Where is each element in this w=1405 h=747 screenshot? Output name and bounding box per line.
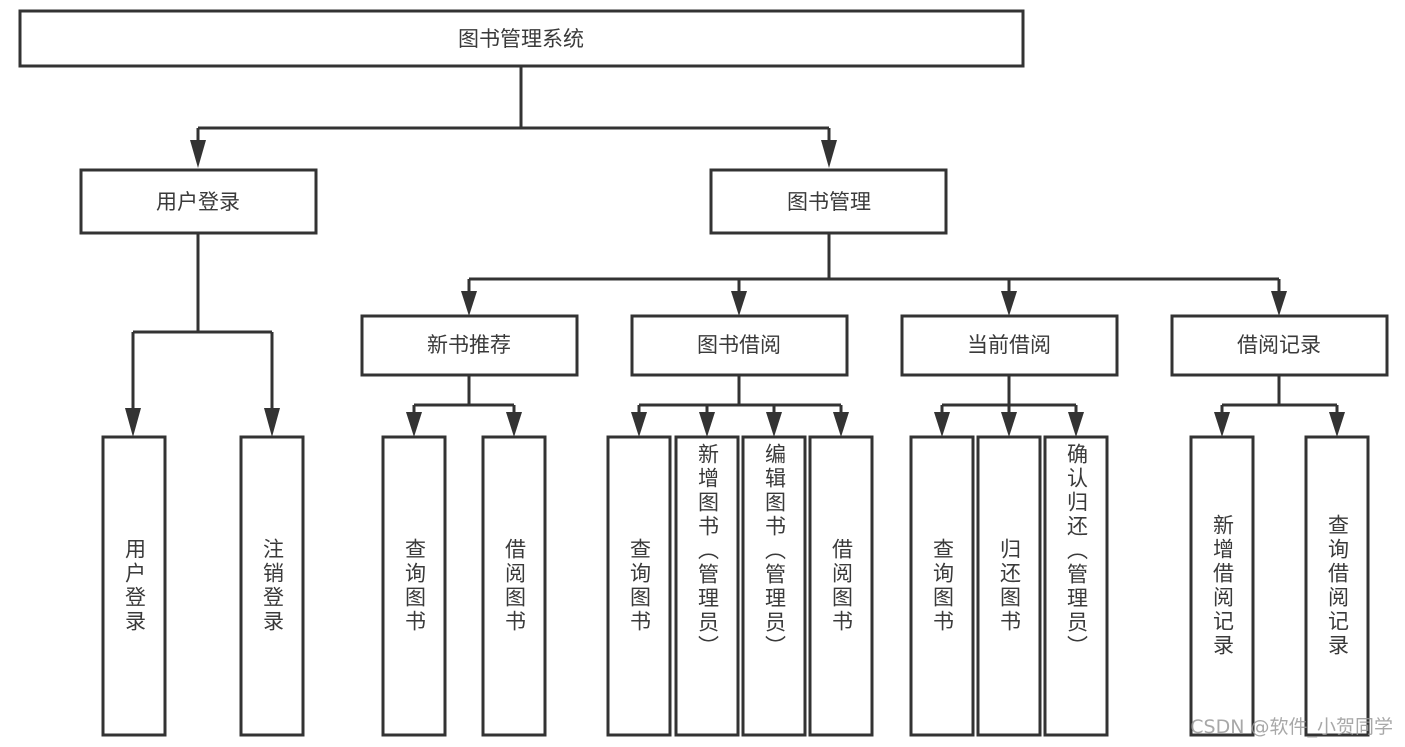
leaf-box-current-borrow-2[interactable]: [1043, 435, 1109, 737]
arrow-head-new-book-1: [406, 412, 422, 437]
leaf-box-book-borrow-2[interactable]: [741, 435, 807, 737]
node-borrow-record-label: 借阅记录: [1237, 333, 1321, 357]
connector-user-login-to-leaves: [125, 233, 280, 437]
connector-book-management-to-level3: [461, 233, 1287, 316]
node-new-book-recommend-box[interactable]: [360, 314, 579, 377]
leaf-box-user-login-0[interactable]: [101, 435, 167, 737]
arrow-head-book-borrow-4: [833, 412, 849, 437]
arrow-head-level3-2: [731, 291, 747, 316]
arrow-head-level3-1: [461, 291, 477, 316]
arrow-head-current-borrow-2: [1001, 412, 1017, 437]
leaf-box-current-borrow-0[interactable]: [909, 435, 975, 737]
node-book-management-label: 图书管理: [787, 190, 871, 214]
node-book-borrow[interactable]: 图书借阅: [630, 314, 849, 377]
arrow-head-level3-4: [1271, 291, 1287, 316]
arrow-head-book-borrow-3: [766, 412, 782, 437]
node-root-box[interactable]: [18, 9, 1025, 68]
node-root[interactable]: 图书管理系统: [18, 9, 1025, 68]
node-borrow-record-box[interactable]: [1170, 314, 1389, 377]
leaf-box-borrow-record-0[interactable]: [1189, 435, 1255, 737]
watermark-text: CSDN @软件_小贺同学: [1190, 716, 1393, 738]
leaf-box-borrow-record-1[interactable]: [1304, 435, 1370, 737]
node-new-book-recommend[interactable]: 新书推荐: [360, 314, 579, 377]
arrow-head-book-borrow-2: [699, 412, 715, 437]
arrow-head-current-borrow-3: [1068, 412, 1084, 437]
node-current-borrow[interactable]: 当前借阅: [900, 314, 1119, 377]
node-user-login-label: 用户登录: [156, 190, 240, 214]
node-current-borrow-label: 当前借阅: [967, 333, 1051, 357]
leaf-box-book-borrow-3[interactable]: [808, 435, 874, 737]
arrow-head-root-1: [190, 140, 206, 168]
node-new-book-recommend-label: 新书推荐: [427, 333, 511, 357]
connector-current-borrow-to-leaves: [934, 375, 1084, 437]
arrow-head-level3-3: [1001, 291, 1017, 316]
arrow-head-new-book-2: [506, 412, 522, 437]
leaf-box-book-borrow-1[interactable]: [674, 435, 740, 737]
node-book-management-box[interactable]: [709, 168, 948, 235]
arrow-head-borrow-record-2: [1329, 412, 1345, 437]
connector-root-to-level2: [190, 66, 837, 168]
connector-book-borrow-to-leaves: [631, 375, 849, 437]
leaf-box-book-borrow-0[interactable]: [606, 435, 672, 737]
leaf-box-new-book-0[interactable]: [381, 435, 447, 737]
connector-new-book-to-leaves: [406, 375, 522, 437]
arrow-head-user-login-2: [264, 408, 280, 437]
node-borrow-record[interactable]: 借阅记录: [1170, 314, 1389, 377]
node-book-borrow-label: 图书借阅: [697, 333, 781, 357]
arrow-head-user-login-1: [125, 408, 141, 437]
leaf-box-user-login-1[interactable]: [239, 435, 305, 737]
node-root-label: 图书管理系统: [458, 27, 584, 51]
arrow-head-root-2: [821, 140, 837, 168]
leaf-box-new-book-1[interactable]: [481, 435, 547, 737]
arrow-head-borrow-record-1: [1214, 412, 1230, 437]
node-user-login[interactable]: 用户登录: [79, 168, 318, 235]
node-book-management[interactable]: 图书管理: [709, 168, 948, 235]
node-book-borrow-box[interactable]: [630, 314, 849, 377]
connector-borrow-record-to-leaves: [1214, 375, 1345, 437]
arrow-head-book-borrow-1: [631, 412, 647, 437]
leaf-box-current-borrow-1[interactable]: [976, 435, 1042, 737]
arrow-head-current-borrow-1: [934, 412, 950, 437]
node-current-borrow-box[interactable]: [900, 314, 1119, 377]
